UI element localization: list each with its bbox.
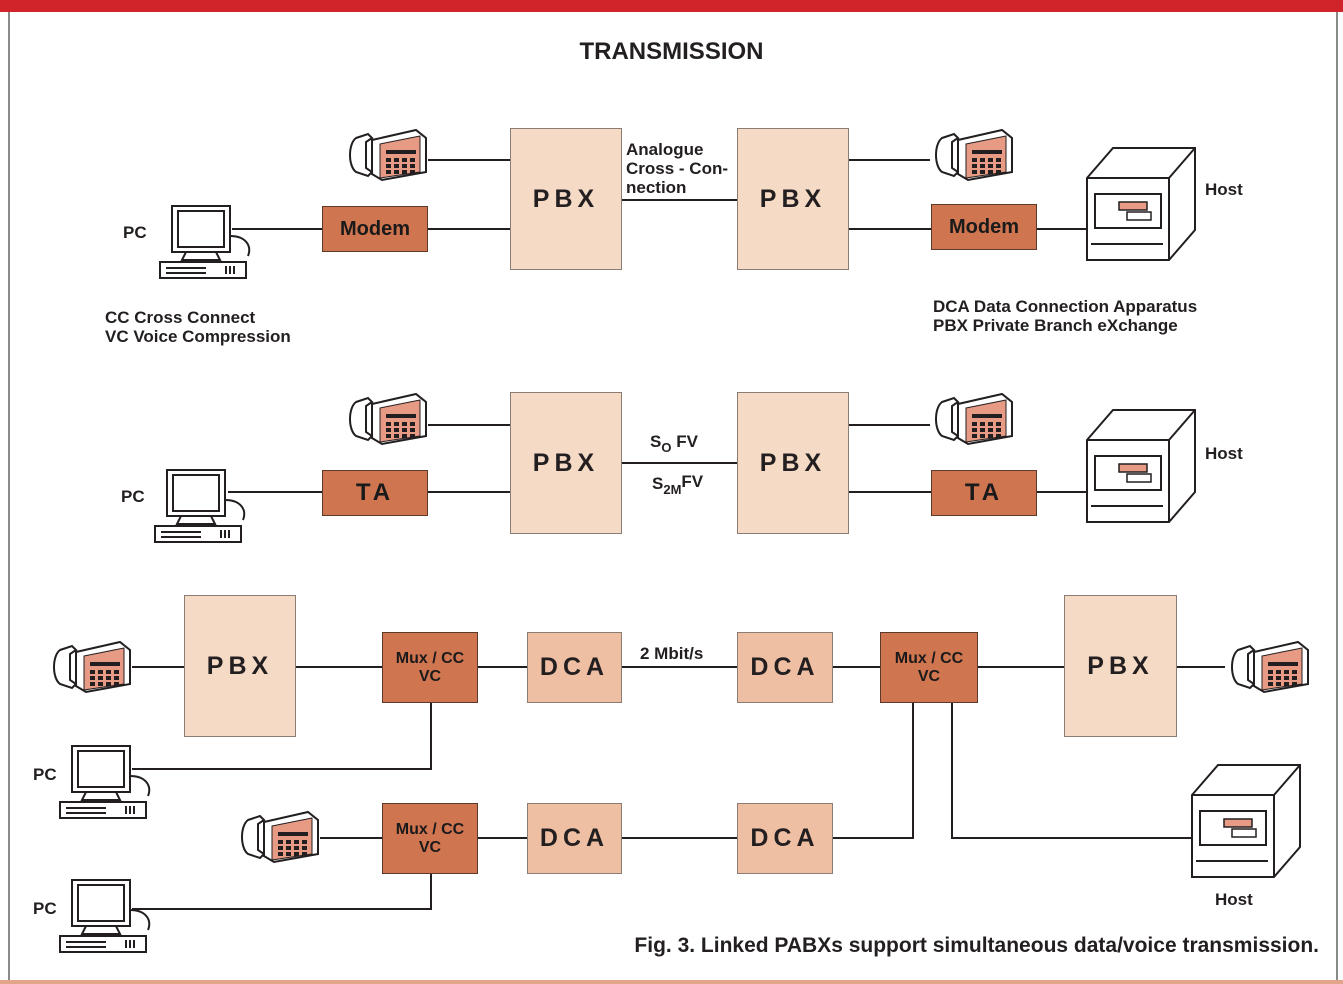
legend-item: CC Cross Connect xyxy=(105,308,256,327)
modem-box: Modem xyxy=(322,206,428,252)
phone-icon xyxy=(935,393,1013,445)
phone-icon xyxy=(241,811,319,863)
legend-item: VC Voice Compression xyxy=(105,327,291,346)
dca-box: DCA xyxy=(737,803,833,874)
mux-label: VC xyxy=(418,838,442,856)
host-label: Host xyxy=(1205,180,1243,199)
phone-icon xyxy=(53,641,131,693)
legend-item: DCA Data Connection Apparatus xyxy=(933,297,1198,316)
link-label-analogue: Analogue Cross - Con- nection xyxy=(626,140,728,197)
mux-box: Mux / CC VC xyxy=(382,803,478,874)
left-border xyxy=(8,12,10,980)
pc-icon xyxy=(154,469,246,543)
dca-box: DCA xyxy=(527,632,622,703)
legend-left: CC Cross Connect VC Voice Compression xyxy=(105,308,291,346)
pbx-box: PBX xyxy=(510,128,622,270)
pbx-box: PBX xyxy=(184,595,296,737)
mux-label: VC xyxy=(418,667,442,685)
mux-label: Mux / CC xyxy=(894,649,964,667)
bottom-accent-bar xyxy=(0,980,1343,984)
phone-icon xyxy=(349,393,427,445)
phone-icon xyxy=(349,129,427,181)
legend-item: PBX Private Branch eXchange xyxy=(933,316,1178,335)
host-icon xyxy=(1086,147,1196,261)
mux-label: Mux / CC xyxy=(395,649,465,667)
dca-box: DCA xyxy=(527,803,622,874)
link-label-s2m: S2MFV xyxy=(652,472,704,497)
pbx-box: PBX xyxy=(737,128,849,270)
ta-box: TA xyxy=(322,470,428,516)
legend-right: DCA Data Connection Apparatus PBX Privat… xyxy=(933,297,1197,335)
link-label-s0: SO FV xyxy=(650,432,698,455)
figure-caption: Fig. 3. Linked PABXs support simultaneou… xyxy=(634,934,1319,957)
top-accent-bar xyxy=(0,0,1343,12)
mux-label: Mux / CC xyxy=(395,820,465,838)
host-icon xyxy=(1191,764,1301,878)
page-title: TRANSMISSION xyxy=(579,38,764,65)
dca-box: DCA xyxy=(737,632,833,703)
pc-icon xyxy=(159,205,251,279)
pc-icon xyxy=(59,879,151,953)
pc-label: PC xyxy=(33,765,57,784)
mux-label: VC xyxy=(917,667,941,685)
ta-box: TA xyxy=(931,470,1037,516)
phone-icon xyxy=(1231,641,1309,693)
host-label: Host xyxy=(1215,890,1253,909)
pbx-box: PBX xyxy=(510,392,622,534)
pc-label: PC xyxy=(121,487,145,506)
mux-box: Mux / CC VC xyxy=(382,632,478,703)
host-icon xyxy=(1086,409,1196,523)
right-border xyxy=(1336,12,1338,980)
pc-label: PC xyxy=(33,899,57,918)
mux-box: Mux / CC VC xyxy=(880,632,978,703)
pc-label: PC xyxy=(123,223,147,242)
phone-icon xyxy=(935,129,1013,181)
link-label-2mbit: 2 Mbit/s xyxy=(640,644,704,663)
pbx-box: PBX xyxy=(737,392,849,534)
modem-box: Modem xyxy=(931,204,1037,250)
pbx-box: PBX xyxy=(1064,595,1177,737)
host-label: Host xyxy=(1205,444,1243,463)
pc-icon xyxy=(59,745,151,819)
